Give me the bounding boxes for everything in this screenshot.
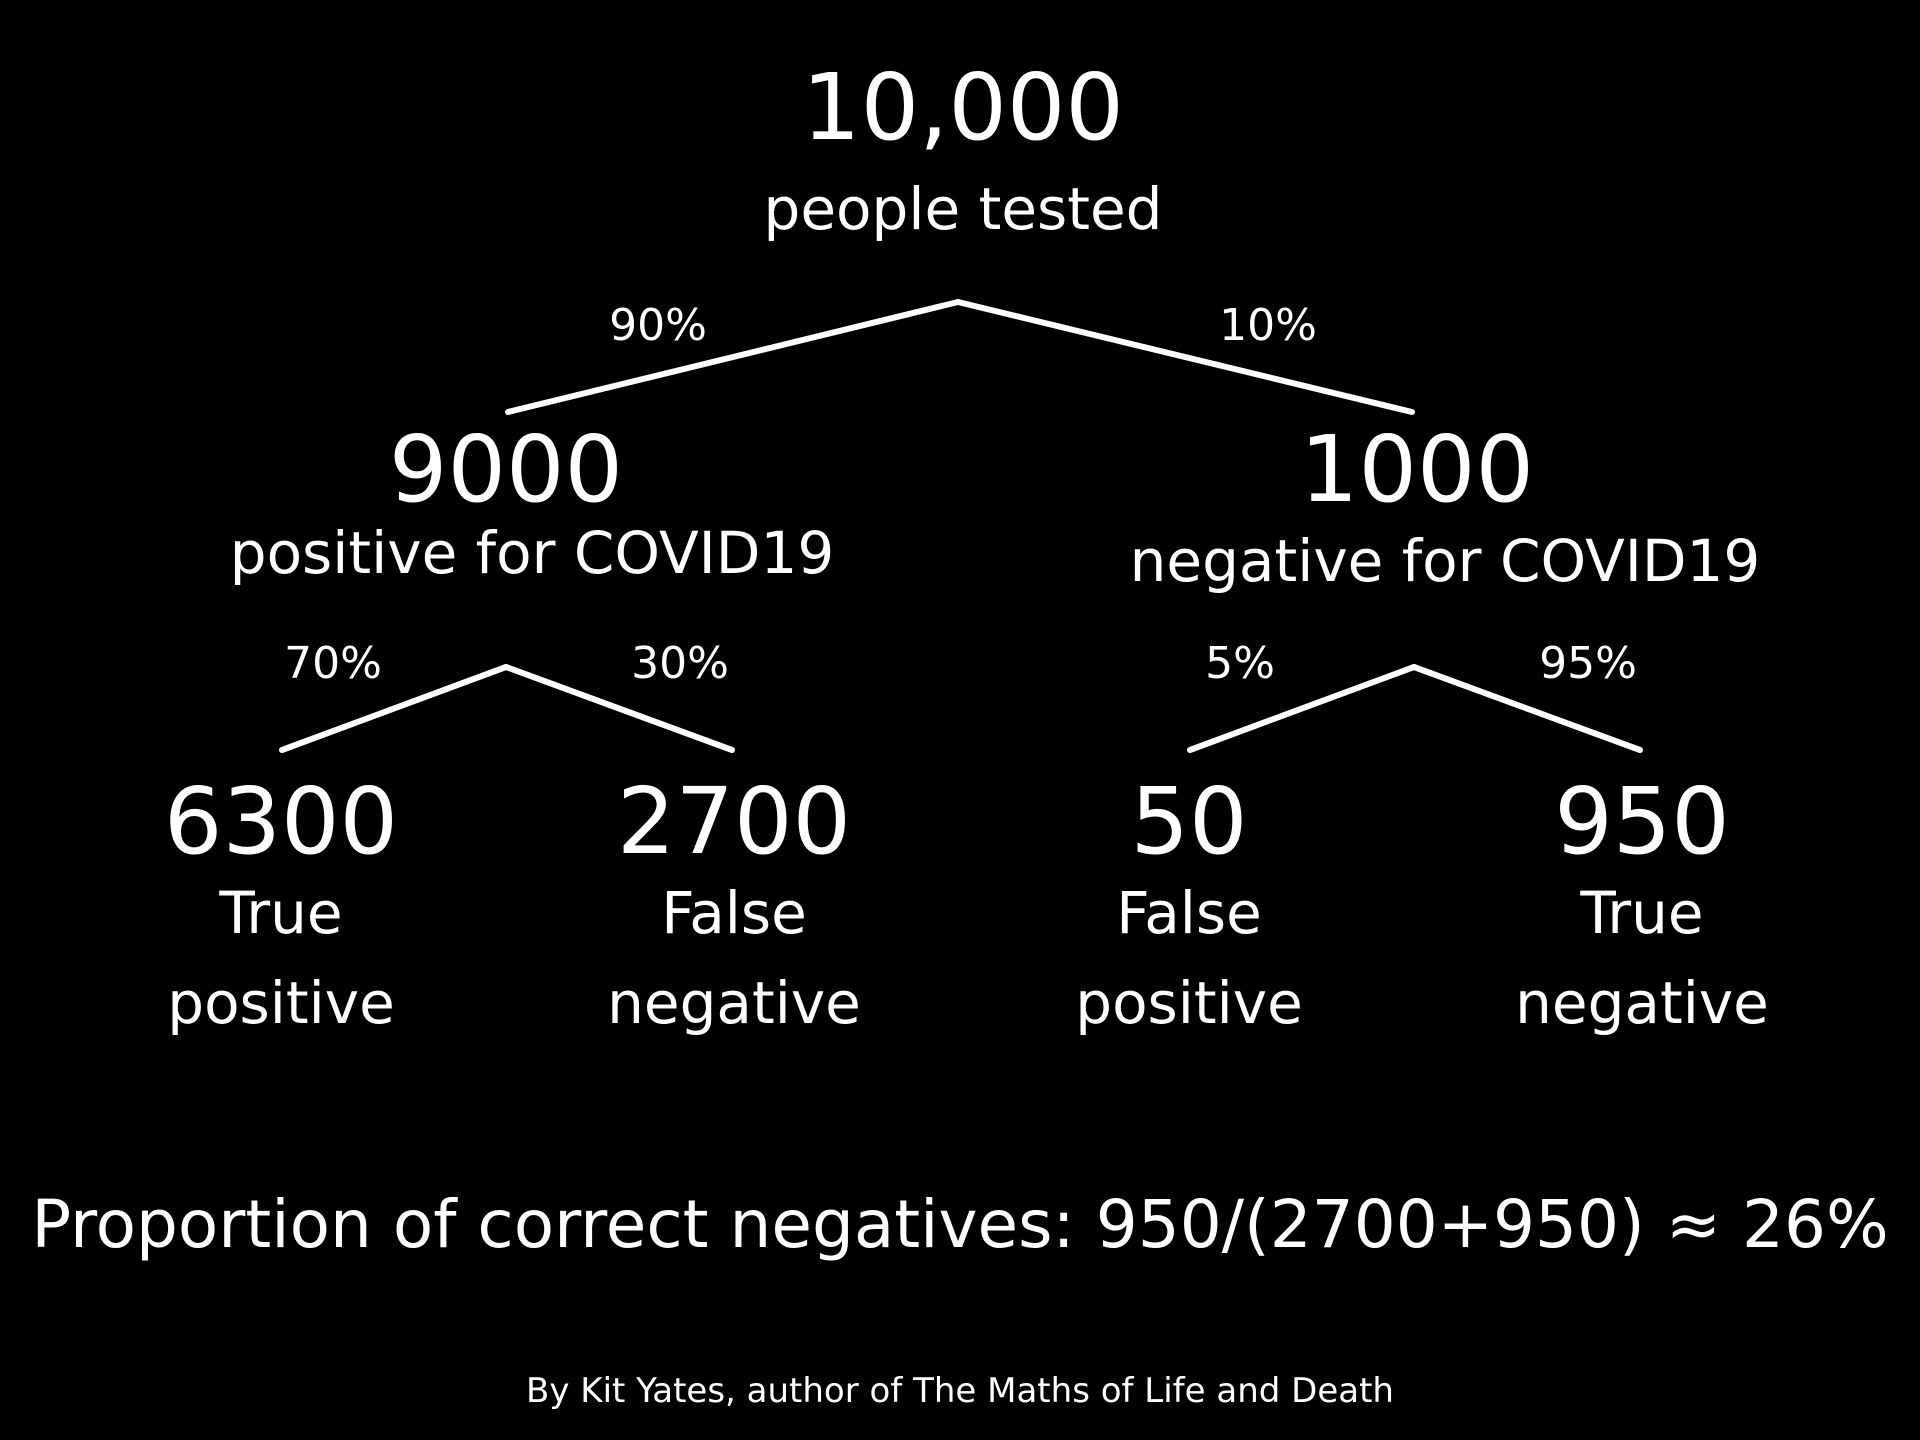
percent-false-positive: 5% (1205, 638, 1275, 689)
summary-text: Proportion of correct negatives: 950/(27… (31, 1186, 1889, 1263)
false-positive-line1: False (1116, 879, 1262, 947)
percent-positive: 90% (609, 300, 707, 351)
branch-negative-right (1411, 664, 1643, 753)
true-negative-line2: negative (1515, 969, 1769, 1037)
percent-negative: 10% (1219, 300, 1317, 351)
positive-label: positive for COVID19 (229, 519, 835, 587)
false-positive-count: 50 (1130, 768, 1248, 875)
branch-root-left (505, 299, 961, 415)
branch-negative-left (1187, 664, 1417, 753)
false-negative-line2: negative (607, 969, 861, 1037)
false-negative-line1: False (661, 879, 807, 947)
true-positive-count: 6300 (163, 768, 399, 875)
false-positive-line2: positive (1075, 969, 1303, 1037)
root-label: people tested (763, 175, 1163, 243)
credit-text: By Kit Yates, author of The Maths of Lif… (526, 1371, 1394, 1411)
branch-positive-right (503, 664, 735, 753)
percent-false-negative: 30% (631, 638, 729, 689)
positive-count: 9000 (388, 416, 624, 523)
root-count: 10,000 (802, 54, 1124, 161)
true-positive-line2: positive (167, 969, 395, 1037)
true-negative-line1: True (1580, 879, 1704, 947)
percent-true-positive: 70% (284, 638, 382, 689)
true-negative-count: 950 (1554, 768, 1730, 875)
true-positive-line1: True (219, 879, 343, 947)
branch-positive-left (279, 664, 509, 753)
negative-label: negative for COVID19 (1129, 527, 1761, 595)
negative-count: 1000 (1299, 416, 1535, 523)
percent-true-negative: 95% (1539, 638, 1637, 689)
false-negative-count: 2700 (616, 768, 852, 875)
branch-root-right (955, 299, 1415, 415)
